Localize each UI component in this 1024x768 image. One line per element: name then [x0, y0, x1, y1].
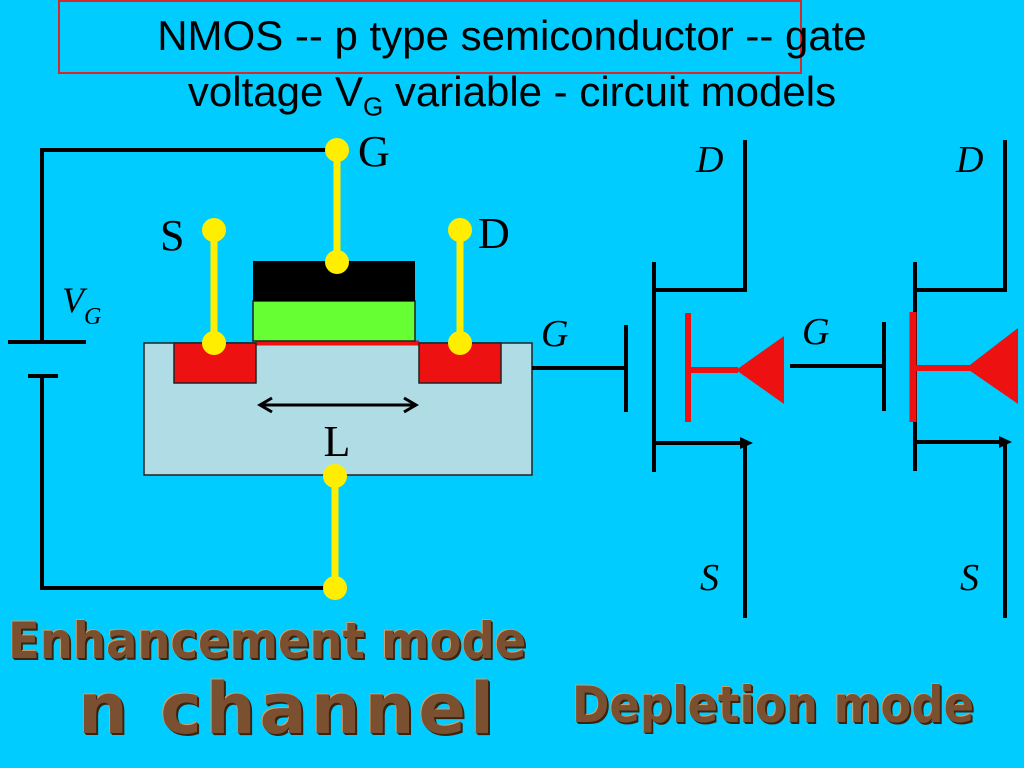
contacts [202, 138, 472, 600]
depletion-symbol [790, 140, 1007, 618]
slide-title: NMOS -- p type semiconductor -- gate vol… [0, 8, 1024, 134]
enh-gate-label: G [541, 313, 568, 355]
enhancement-source-arrowhead [740, 437, 753, 449]
enhancement-symbol [532, 140, 747, 618]
n-channel-label: n channel [78, 668, 498, 750]
bias-circuit [8, 148, 337, 590]
enhancement-body-arrow [685, 313, 784, 422]
depletion-body-arrow [909, 312, 1018, 422]
body-contact [323, 464, 347, 488]
gate-oxide [252, 300, 416, 342]
depletion-mode-label: Depletion mode [572, 676, 975, 734]
dep-source-label: S [960, 557, 979, 599]
source-label: S [160, 211, 184, 260]
vg-label: VG [62, 280, 101, 330]
drain-contact [448, 331, 472, 355]
title-highlight-box [58, 0, 802, 74]
depletion-source-arrowhead [999, 436, 1012, 448]
source-terminal[interactable] [202, 218, 226, 242]
body-terminal[interactable] [323, 576, 347, 600]
title-line-1: NMOS -- p type semiconductor -- gate [157, 12, 867, 59]
drain-terminal[interactable] [448, 218, 472, 242]
enh-drain-label: D [695, 139, 723, 181]
source-contact [202, 331, 226, 355]
gate-label: G [358, 127, 390, 176]
gate-terminal[interactable] [325, 138, 349, 162]
gate-contact [325, 250, 349, 274]
enh-source-label: S [700, 557, 719, 599]
title-line-2: voltage VG variable - circuit models [187, 68, 837, 122]
dep-gate-label: G [802, 311, 829, 353]
length-label: L [324, 417, 351, 466]
dep-drain-label: D [955, 139, 983, 181]
enhancement-mode-label: Enhancement mode [8, 612, 527, 670]
drain-label: D [478, 209, 510, 258]
length-arrow [257, 396, 419, 414]
